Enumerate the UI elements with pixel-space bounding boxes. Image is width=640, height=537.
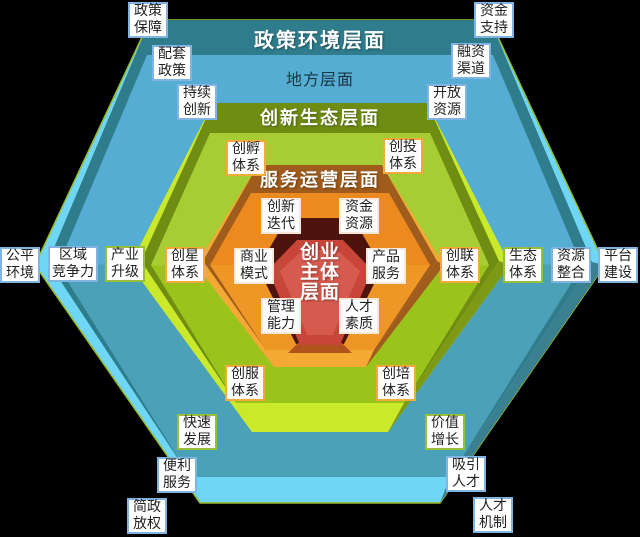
diagram-label: 资源 整合	[551, 247, 591, 283]
diagram-label: 创服 体系	[225, 365, 265, 401]
diagram-label: 平台 建设	[598, 247, 638, 283]
diagram-label: 便利 服务	[157, 457, 197, 493]
diagram-label: 产品 服务	[366, 248, 406, 284]
diagram-label: 创投 体系	[383, 138, 423, 174]
layer3-title: 服务运营层面	[260, 170, 380, 190]
layer3-shadow-edge	[366, 261, 444, 367]
layer1-subtitle: 地方层面	[285, 72, 354, 89]
diagram-label: 人才 素质	[339, 298, 379, 334]
diagram-label: 公平 环境	[0, 247, 40, 283]
diagram-label: 创联 体系	[440, 247, 480, 283]
diagram-label: 快速 发展	[177, 414, 217, 450]
layer1-title: 政策环境层面	[254, 29, 386, 52]
center-base-shadow	[288, 343, 352, 353]
diagram-label: 配套 政策	[152, 45, 192, 81]
diagram-label: 价值 增长	[425, 414, 465, 450]
diagram-label: 创培 体系	[376, 365, 416, 401]
diagram-label: 开放 资源	[427, 84, 467, 120]
diagram-label: 区域 竞争力	[48, 246, 98, 282]
diagram-label: 政策 保障	[128, 2, 168, 38]
diagram-label: 产业 升级	[105, 246, 145, 282]
diagram-label: 简政 放权	[127, 498, 167, 534]
center-title: 创业 主体 层面	[299, 242, 340, 303]
diagram-label: 吸引 人才	[446, 456, 486, 492]
diagram-label: 融资 渠道	[451, 43, 491, 79]
diagram-label: 管理 能力	[261, 298, 301, 334]
diagram-label: 资金 支持	[474, 2, 514, 38]
layer2-shadow-edge	[388, 261, 510, 432]
diagram-label: 创孵 体系	[226, 140, 266, 176]
layer2-title: 创新生态层面	[260, 108, 380, 128]
diagram-label: 创星 体系	[165, 247, 205, 283]
diagram-label: 持续 创新	[177, 84, 217, 120]
diagram-label: 人才 机制	[473, 497, 513, 533]
diagram-label: 生态 体系	[503, 247, 543, 283]
diagram-label: 资金 资源	[339, 198, 379, 234]
layer1-shadow-edge	[440, 262, 605, 503]
diagram-label: 商业 模式	[234, 248, 274, 284]
diagram-label: 创新 迭代	[261, 198, 301, 234]
